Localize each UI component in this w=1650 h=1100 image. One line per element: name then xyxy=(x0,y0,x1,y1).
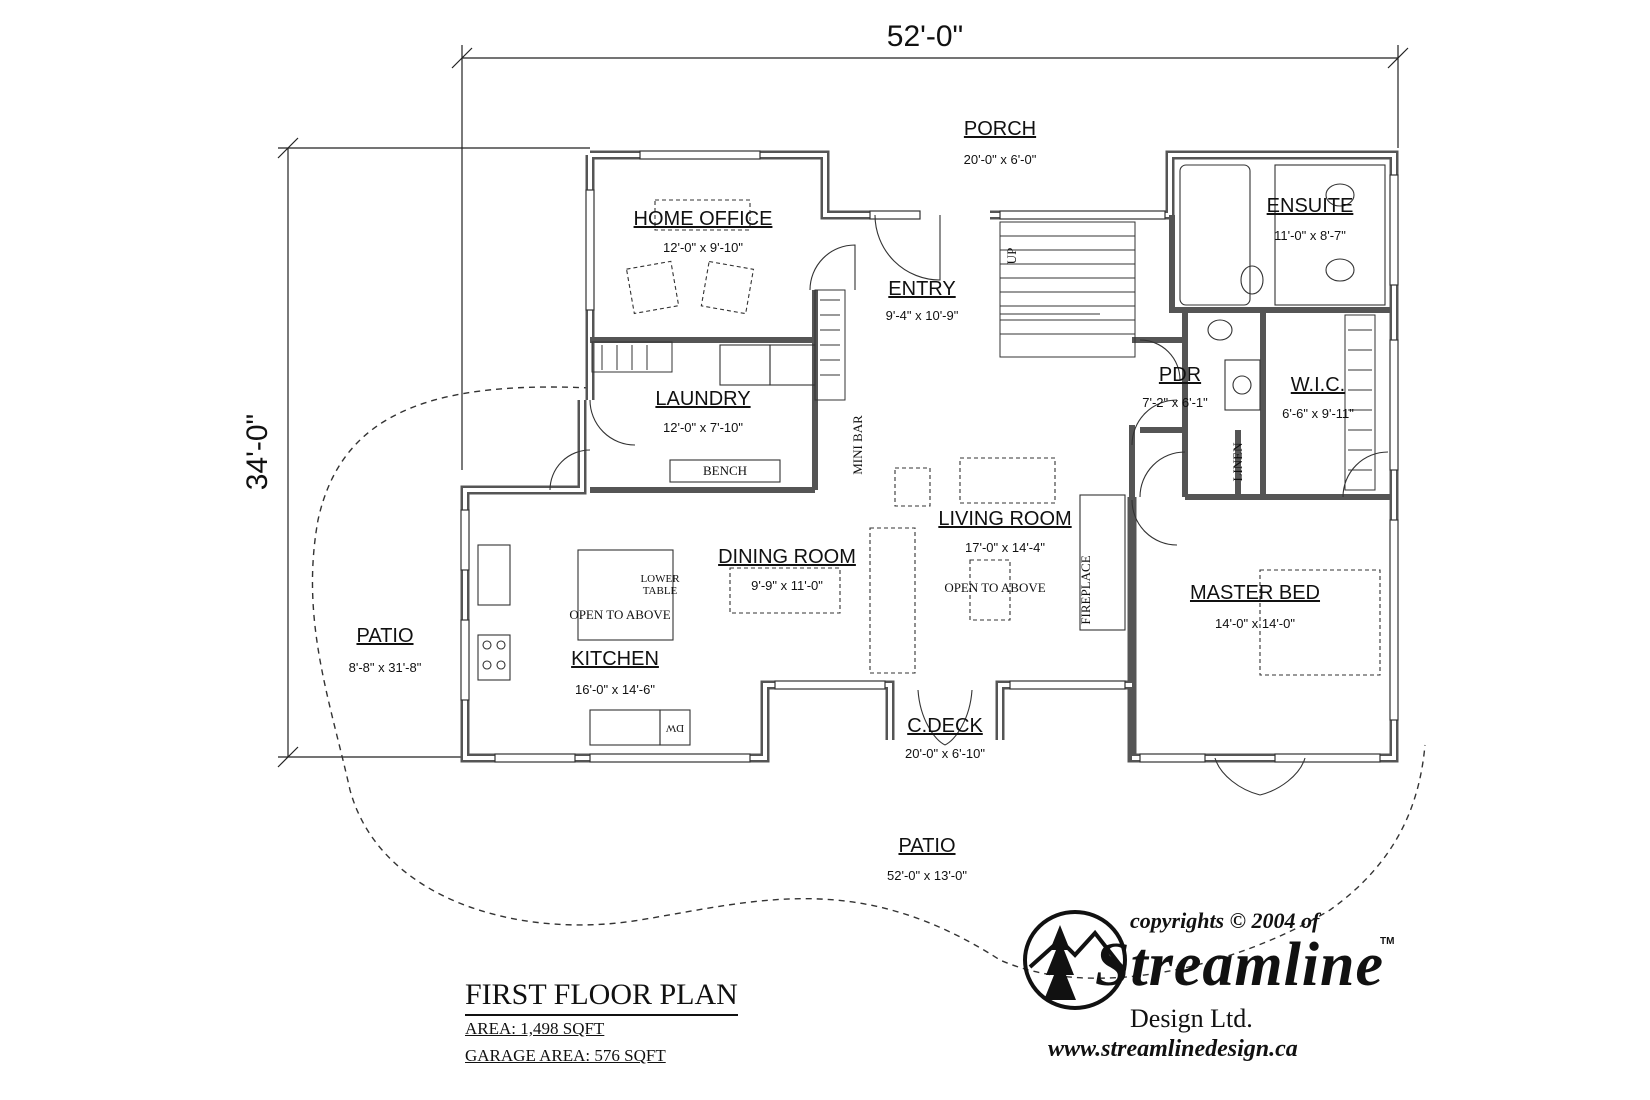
closet-shelving xyxy=(591,289,1376,491)
room-office-size: 12'-0" x 9'-10" xyxy=(663,240,743,255)
room-patio-south-name: PATIO xyxy=(898,835,956,857)
room-cdeck-size: 20'-0" x 6'-10" xyxy=(905,746,985,761)
fixtures xyxy=(477,164,1386,746)
room-laundry-name: LAUNDRY xyxy=(655,388,751,410)
room-ensuite-name: ENSUITE xyxy=(1266,195,1354,217)
plan-garage-area: GARAGE AREA: 576 SQFT xyxy=(465,1046,666,1065)
room-office-name: HOME OFFICE xyxy=(633,208,773,230)
copyright-line: copyrights © 2004 of xyxy=(1130,908,1320,933)
room-cdeck-name: C.DECK xyxy=(907,715,983,737)
room-patio-south-size: 52'-0" x 13'-0" xyxy=(887,868,967,883)
brand-name: Streamline xyxy=(1095,931,1385,999)
door-swings xyxy=(549,214,1389,796)
room-entry-size: 9'-4" x 10'-9" xyxy=(885,308,959,323)
room-patio-west-name: PATIO xyxy=(356,625,414,647)
room-pdr-size: 7'-2" x 6'-1" xyxy=(1142,395,1208,410)
room-kitchen-name: KITCHEN xyxy=(571,648,659,670)
room-master-name: MASTER BED xyxy=(1189,582,1321,604)
room-patio-west-size: 8'-8" x 31'-8" xyxy=(348,660,422,675)
room-pdr-name: PDR xyxy=(1158,364,1202,386)
linen-label: LINEN xyxy=(1230,442,1245,482)
room-laundry-size: 12'-0" x 7'-10" xyxy=(663,420,743,435)
lower-table-label: LOWER TABLE xyxy=(640,573,680,597)
plan-area: AREA: 1,498 SQFT xyxy=(465,1019,605,1038)
room-kitchen-size: 16'-0" x 14'-6" xyxy=(575,682,655,697)
trademark-mark: TM xyxy=(1380,936,1395,947)
dishwasher-label: DW xyxy=(665,722,685,734)
plan-title: FIRST FLOOR PLAN xyxy=(465,978,738,1016)
brand-company: Design Ltd. xyxy=(1130,1004,1253,1033)
room-living-size: 17'-0" x 14'-4" xyxy=(965,540,1045,555)
stairs-up-label: UP xyxy=(1004,247,1019,265)
dimension-lines xyxy=(277,45,1409,768)
room-ensuite-size: 11'-0" x 8'-7" xyxy=(1274,228,1346,243)
windows xyxy=(460,150,1399,763)
room-porch-name: PORCH xyxy=(963,118,1037,140)
overall-width-dimension: 52'-0" xyxy=(886,20,964,53)
room-living-name: LIVING ROOM xyxy=(938,508,1072,530)
room-entry-name: ENTRY xyxy=(888,278,956,300)
open-to-above-kitchen: OPEN TO ABOVE xyxy=(569,607,671,622)
furniture xyxy=(625,199,1381,676)
overall-depth-dimension: 34'-0" xyxy=(241,413,274,491)
room-master-size: 14'-0" x 14'-0" xyxy=(1215,616,1295,631)
interior-walls xyxy=(590,215,1392,500)
mini-bar-label: MINI BAR xyxy=(850,415,865,475)
fireplace-label: FIREPLACE xyxy=(1078,555,1093,625)
room-porch-size: 20'-0" x 6'-0" xyxy=(963,152,1037,167)
brand-url[interactable]: www.streamlinedesign.ca xyxy=(1048,1036,1298,1062)
room-wic-name: W.I.C. xyxy=(1290,374,1346,396)
room-dining-name: DINING ROOM xyxy=(718,546,856,568)
room-wic-size: 6'-6" x 9'-11" xyxy=(1282,406,1354,421)
room-dining-size: 9'-9" x 11'-0" xyxy=(751,578,823,593)
bench-label: BENCH xyxy=(702,463,748,478)
tree-logo-icon xyxy=(1023,910,1127,1010)
open-to-above-living: OPEN TO ABOVE xyxy=(944,580,1046,595)
stairs xyxy=(999,221,1136,358)
